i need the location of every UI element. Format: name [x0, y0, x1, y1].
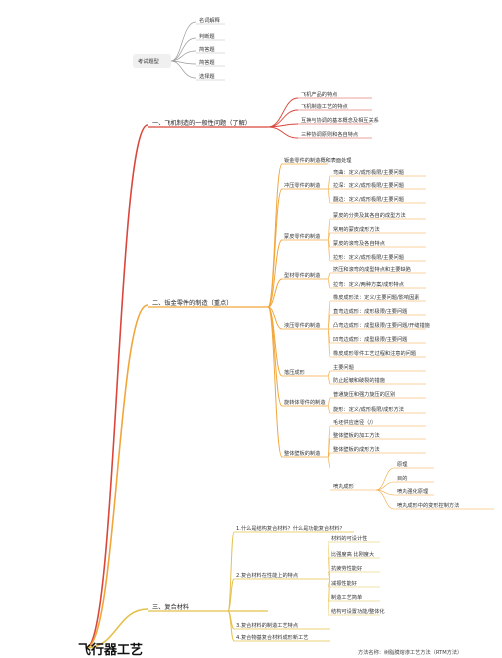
exam-label-box	[133, 54, 171, 68]
sub-item: 型材零件的制造	[284, 271, 321, 279]
exam-item: 名词解释	[199, 16, 221, 24]
leaf-connector	[327, 578, 331, 616]
leaf-connector	[375, 467, 395, 491]
branch-title: 一、飞机制造的一般性问题（了解）	[152, 119, 251, 127]
sub-connector	[267, 306, 283, 458]
exam-item: 简答题	[199, 58, 215, 66]
sub-item: 冲压零件的制造	[284, 181, 321, 189]
leaf-item: 飞机产品的特点	[301, 90, 337, 98]
leaf-connector	[327, 397, 331, 407]
sub-item: 喷丸成形	[333, 482, 355, 490]
leaf-item: 抗疲劳性能好	[331, 564, 362, 572]
leaf-item: 目的	[397, 474, 407, 482]
sub-item: 钣金零件的制造概和表面处理	[284, 156, 352, 164]
sub-connector	[227, 610, 235, 642]
leaf-item: 旋形：定义/成形极限/成形方法	[333, 405, 404, 413]
leaf-item: 凸弯边成形：成型极限/主要问题/开缝措施	[333, 321, 430, 329]
leaf-item: 拉深：定义/成形极限/主要问题	[333, 181, 404, 189]
sub-connector	[267, 163, 283, 308]
leaf-item: 喷丸成形中的变形控制方法	[397, 501, 459, 509]
leaf-item: 互换与协调的基本概念及相互关系	[301, 116, 379, 124]
leaf-item: 喷丸强化原理	[397, 487, 429, 495]
sub-item: 4.复合物基复合材料成形新工艺	[236, 633, 308, 641]
leaf-item: 整体壁板的加工方法	[333, 431, 380, 439]
leaf-item: 凹弯边成形：成型极限/主要问题	[333, 335, 407, 343]
leaf-item: 比强度高 比刚度大	[331, 550, 374, 558]
leaf-item: 飞机制造工艺的特点	[301, 102, 348, 110]
sub-item: 蒙皮零件的制造	[284, 232, 321, 240]
leaf-item: 蒙皮的分类及其各自的成型方法	[333, 211, 406, 219]
leaf-connector	[327, 405, 331, 414]
leaf-item: 常用的蒙皮成形方法	[333, 225, 380, 233]
exam-connector	[170, 50, 197, 62]
leaf-connector	[327, 370, 331, 377]
leaf-item: 拉形：定义/成形极限/主要问题	[333, 253, 404, 261]
leaf-item: 蒙皮的滚弯及各自特点	[333, 239, 385, 247]
exam-item: 选择题	[199, 72, 215, 80]
exam-item: 简答题	[199, 45, 215, 53]
leaf-item: 橡皮成形法：定义/主要问题/影响因素	[333, 293, 420, 301]
leaf-item: 原理	[397, 461, 408, 468]
leaf-item: 毛坯供应途径（/）	[333, 418, 376, 426]
exam-connector	[170, 21, 197, 62]
leaf-connector	[375, 481, 395, 491]
leaf-item: 三种协调原则和各自特点	[301, 130, 358, 138]
branch-connector	[85, 608, 149, 649]
leaf-connector	[267, 97, 299, 128]
leaf-connector	[327, 314, 331, 330]
branch-connector	[85, 304, 149, 649]
leaf-connector	[327, 188, 331, 204]
leaf-item: 普通旋压和强力旋压的区别	[333, 390, 395, 398]
sub-item: 2.复合材料在性能上的特点	[236, 571, 298, 579]
leaf-connector	[327, 175, 331, 190]
root-title: 飞行器工艺	[78, 642, 143, 658]
exam-item: 判断题	[199, 32, 215, 40]
leaf-item: 直弯边成形：成形极限/主要问题	[333, 307, 407, 315]
leaf-item: 制造工艺简单	[331, 593, 362, 601]
sub-item: 1.什么是结构复合材料？什么是功能复合材料？	[236, 524, 345, 532]
sub-connector	[267, 239, 283, 308]
branch-connector	[85, 124, 149, 649]
exam-connector	[170, 37, 197, 62]
sub-item: 旋转体零件的制造	[284, 398, 326, 406]
sub-item: 整体壁板的制造	[284, 449, 321, 457]
branch-title: 二、钣金零件的制造（重点）	[152, 299, 232, 307]
leaf-item: 减振性能好	[331, 579, 357, 587]
leaf-item: 翻边：定义/成形极限/主要问题	[333, 195, 404, 203]
leaf-connector	[327, 278, 331, 289]
leaf-item: 整体壁板的成形方法	[333, 445, 380, 453]
branch-title: 三、复合材料	[152, 603, 189, 611]
exam-label: 考试题型	[138, 57, 159, 65]
leaf-item: 防止起皱和破裂的措施	[333, 376, 385, 384]
leaf-connector	[267, 126, 299, 139]
leaf-connector	[327, 328, 331, 358]
leaf-connector	[327, 272, 331, 280]
leaf-item: 橡皮成形零件工艺过程和注意的问题	[333, 349, 416, 357]
sub-connector	[227, 578, 235, 612]
leaf-item: 主要问题	[333, 363, 354, 371]
sub-connector	[267, 278, 283, 308]
sub-connector	[267, 188, 283, 308]
leaf-item: 拉弯：定义/两种方案/成形特点	[333, 280, 404, 288]
footer-text: 方法名称：树脂膜熔渗工艺方法（RTM方法）	[358, 648, 462, 656]
leaf-item: 弯曲：定义/成形极限/主要问题	[333, 168, 404, 176]
sub-item: 落压成形	[284, 368, 306, 376]
leaf-item: 材料的可设计性	[331, 534, 367, 542]
leaf-item: 结构可设置功能/整体化	[331, 607, 385, 615]
leaf-connector	[375, 489, 395, 510]
leaf-connector	[327, 456, 331, 469]
leaf-connector	[327, 375, 331, 385]
sub-item: 液压零件的制造	[284, 321, 321, 329]
sub-item: 3.复合材料的制造工艺特点	[236, 621, 298, 629]
leaf-item: 挤压和滚弯的成型特点和主要缺陷	[333, 265, 411, 273]
leaf-connector	[327, 239, 331, 262]
exam-connector	[170, 60, 197, 79]
